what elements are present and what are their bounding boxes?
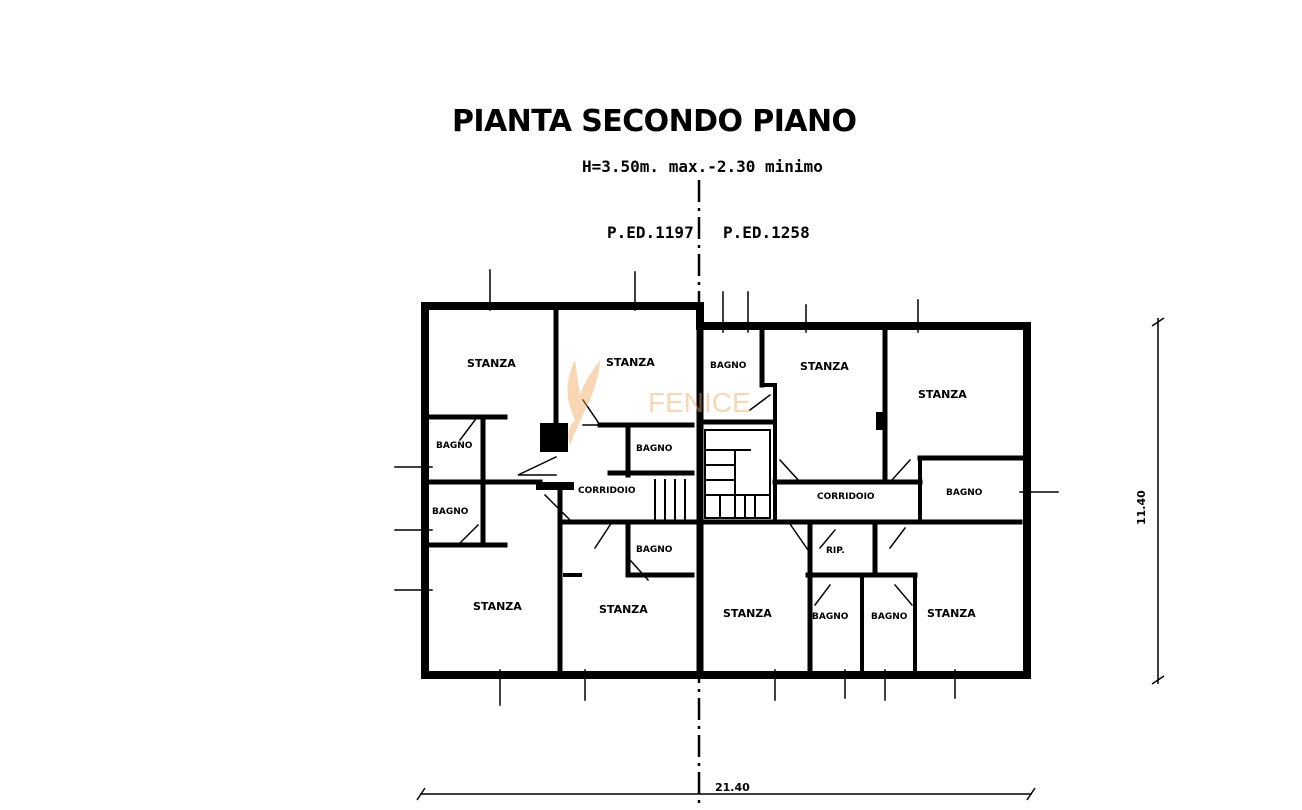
room-bagno-6: BAGNO [946, 488, 983, 498]
room-bagno-2: BAGNO [432, 507, 469, 517]
room-stanza-8: STANZA [927, 607, 976, 620]
room-stanza-3: STANZA [800, 360, 849, 373]
room-bagno-3: BAGNO [636, 444, 673, 454]
walls [394, 269, 1059, 706]
room-stanza-7: STANZA [723, 607, 772, 620]
phoenix-logo-icon [567, 360, 600, 445]
parcel-left-label: P.ED.1197 [607, 223, 694, 242]
room-corridoio-2: CORRIDOIO [817, 492, 875, 502]
room-corridoio-1: CORRIDOIO [578, 486, 636, 496]
plan-title: PIANTA SECONDO PIANO [452, 104, 857, 139]
width-dimension: 21.40 [715, 781, 750, 794]
room-stanza-2: STANZA [606, 356, 655, 369]
room-stanza-6: STANZA [599, 603, 648, 616]
room-stanza-5: STANZA [473, 600, 522, 613]
height-dimension: 11.40 [1135, 490, 1148, 525]
dimension-lines [416, 317, 1165, 801]
room-bagno-4: BAGNO [636, 545, 673, 555]
watermark-text: FENICE [648, 387, 751, 418]
room-ripostiglio: RIP. [826, 546, 845, 556]
room-stanza-4: STANZA [918, 388, 967, 401]
fenice-watermark: FENICE [567, 360, 751, 445]
room-labels: STANZA STANZA STANZA STANZA STANZA STANZ… [432, 356, 983, 622]
room-stanza-1: STANZA [467, 357, 516, 370]
parcel-right-label: P.ED.1258 [723, 223, 810, 242]
room-bagno-5: BAGNO [710, 361, 747, 371]
room-bagno-8: BAGNO [871, 612, 908, 622]
plan-subtitle: H=3.50m. max.-2.30 minimo [582, 157, 823, 176]
room-bagno-1: BAGNO [436, 441, 473, 451]
room-bagno-7: BAGNO [812, 612, 849, 622]
